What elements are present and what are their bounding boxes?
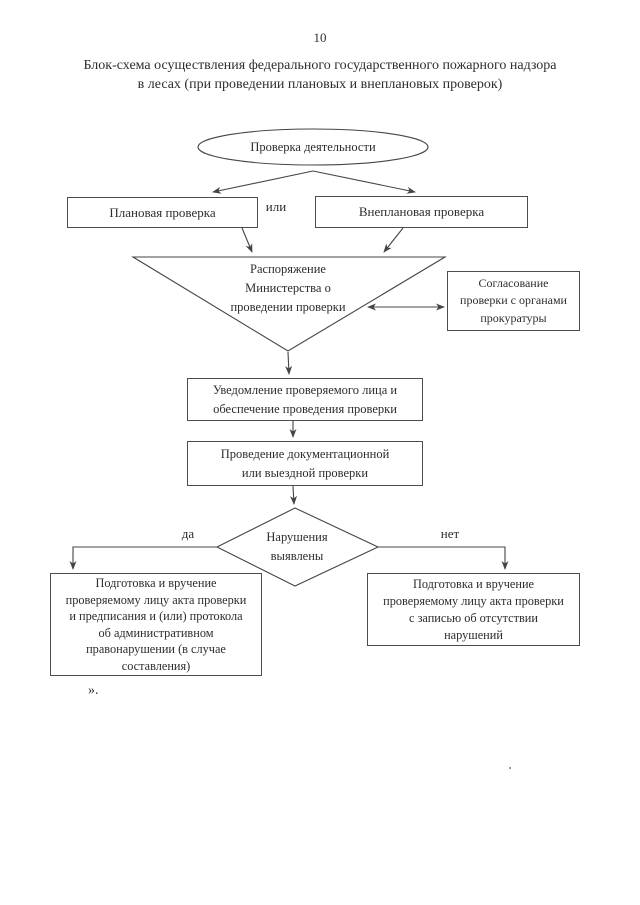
page-title: Блок-схема осуществления федерального го… [30,56,610,94]
decision-yes-label: да [181,526,195,541]
violations-found-box: Подготовка и вручение проверяемому лицу … [50,573,262,676]
conduct-inspection-box: Проведение документационной или выездной… [187,441,423,486]
prosecutor-approval-box: Согласование проверки с органами прокура… [447,271,580,331]
planned-inspection-box: Плановая проверка [67,197,258,228]
decision-no-label: нет [440,526,460,541]
or-label: или [265,199,287,214]
page-title-line2: в лесах (при проведении плановых и внепл… [137,77,503,92]
decision-diamond-shape [215,507,380,587]
page-title-line1: Блок-схема осуществления федерального го… [83,58,557,73]
order-triangle-shape [131,256,447,352]
scan-artifact-dot [509,767,511,769]
unplanned-inspection-box: Внеплановая проверка [315,196,528,228]
arrow-start-to-unplanned [312,170,416,194]
notification-box: Уведомление проверяемого лица и обеспече… [187,378,423,421]
arrow-planned-to-order [241,227,253,253]
arrow-conduct-to-decision [290,485,298,505]
start-ellipse-label: Проверка деятельности [250,140,376,154]
arrow-no-branch [378,546,509,570]
ministry-order-label: Распоряжение Министерства о проведении п… [230,262,346,314]
arrow-order-to-notify [285,351,293,375]
start-ellipse-shape [197,128,429,166]
arrow-start-to-planned [212,170,314,194]
arrow-yes-branch [69,546,217,570]
no-violations-box: Подготовка и вручение проверяемому лицу … [367,573,580,646]
page-number: 10 [313,30,327,45]
arrow-unplanned-to-order [383,227,404,253]
closing-quote-mark: ». [88,683,99,698]
decision-diamond-label: Нарушения выявлены [266,530,328,563]
